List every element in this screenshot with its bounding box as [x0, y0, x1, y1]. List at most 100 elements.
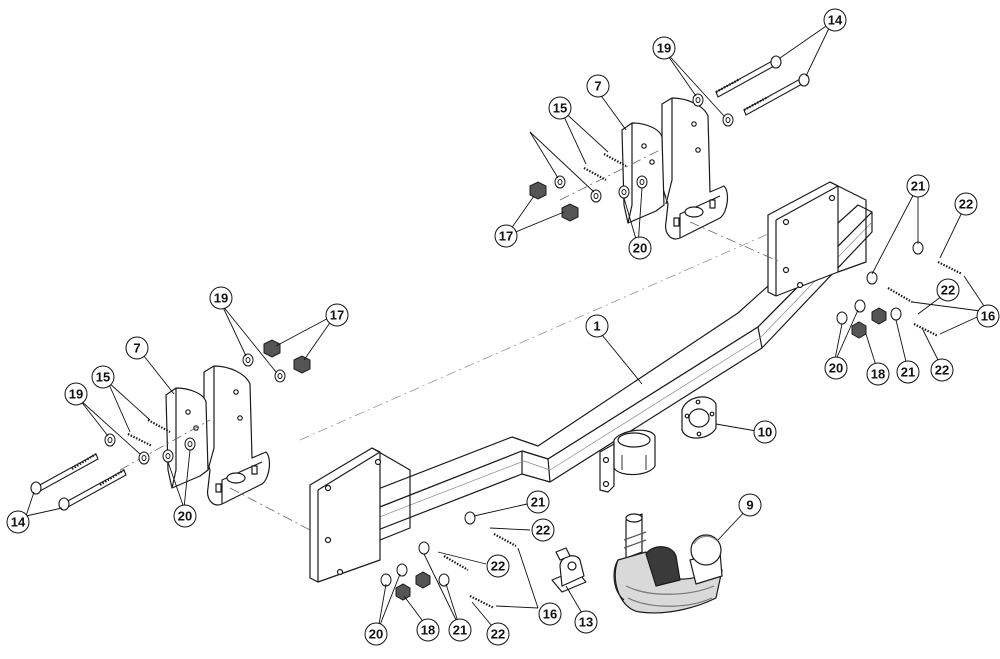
- callout-c15b: 15: [548, 96, 572, 120]
- callout-number: 7: [133, 341, 140, 356]
- callout-circle: [486, 554, 510, 578]
- electrical-socket: [551, 547, 587, 593]
- callout-c9: 9: [738, 493, 762, 517]
- callout-circle: [628, 236, 652, 260]
- callout-circle: [125, 336, 149, 360]
- callout-number: 20: [369, 627, 383, 642]
- detachable-towball: [613, 513, 723, 614]
- crossbar-left-end-plate: [309, 447, 411, 583]
- callout-number: 21: [911, 179, 925, 194]
- callout-c21a: 21: [526, 490, 550, 514]
- callout-number: 19: [69, 387, 83, 402]
- right-side-bracket-inner: [621, 122, 665, 224]
- callout-c22f: 22: [486, 622, 510, 646]
- callout-number: 22: [935, 363, 949, 378]
- callout-number: 16: [543, 607, 557, 622]
- callout-c10: 10: [753, 420, 777, 444]
- callout-c22e: 22: [936, 278, 960, 302]
- left-side-bracket-outer: [203, 365, 271, 506]
- callout-c14a: 14: [6, 510, 30, 534]
- long-bolts-left: [30, 453, 127, 511]
- callout-circle: [538, 602, 562, 626]
- callout-c15a: 15: [91, 365, 115, 389]
- short-bolts-right: [583, 153, 627, 181]
- callout-circle: [585, 314, 609, 338]
- callout-number: 16: [981, 309, 995, 324]
- callout-number: 20: [633, 241, 647, 256]
- callout-number: 17: [330, 308, 344, 323]
- callout-c19a: 19: [64, 382, 88, 406]
- callout-circle: [866, 362, 890, 386]
- callout-number: 22: [491, 627, 505, 642]
- callout-number: 22: [959, 197, 973, 212]
- callout-c20a: 20: [173, 504, 197, 528]
- callout-c21b: 21: [896, 360, 920, 384]
- callout-circle: [531, 518, 555, 542]
- callout-number: 14: [828, 13, 843, 28]
- callout-circle: [526, 490, 550, 514]
- crossbar: [299, 204, 873, 541]
- callout-circle: [753, 420, 777, 444]
- callout-c17b: 17: [494, 224, 518, 248]
- callout-circle: [574, 610, 598, 634]
- callout-number: 19: [657, 41, 671, 56]
- callout-c18a: 18: [866, 362, 890, 386]
- callout-c16a: 16: [538, 602, 562, 626]
- callout-number: 22: [536, 523, 550, 538]
- callout-circle: [823, 8, 847, 32]
- callout-c1: 1: [585, 314, 609, 338]
- callout-number: 22: [491, 559, 505, 574]
- callout-c13: 13: [574, 610, 598, 634]
- callout-c22c: 22: [930, 358, 954, 382]
- callout-number: 7: [594, 79, 601, 94]
- callout-circle: [930, 358, 954, 382]
- callout-number: 19: [214, 291, 228, 306]
- callout-number: 18: [421, 623, 435, 638]
- callout-c20c: 20: [628, 236, 652, 260]
- callout-circle: [364, 622, 388, 646]
- callout-number: 9: [746, 498, 753, 513]
- callout-number: 17: [499, 229, 513, 244]
- right-side-bracket-outer: [661, 97, 729, 240]
- callout-c16b: 16: [976, 304, 1000, 328]
- leader-lines: [25, 21, 989, 633]
- callout-c7a: 7: [125, 336, 149, 360]
- assembly-axes: [119, 149, 781, 531]
- callout-c17a: 17: [325, 303, 349, 327]
- callout-circle: [64, 382, 88, 406]
- callout-circle: [494, 224, 518, 248]
- callout-circle: [91, 365, 115, 389]
- callout-circle: [586, 74, 610, 98]
- callout-number: 13: [579, 615, 593, 630]
- left-side-bracket-inner: [165, 387, 209, 489]
- callout-circle: [738, 493, 762, 517]
- callout-number: 21: [531, 495, 545, 510]
- callout-number: 14: [11, 515, 26, 530]
- callout-circle: [906, 174, 930, 198]
- callout-circle: [936, 278, 960, 302]
- callout-circle: [976, 304, 1000, 328]
- centre-tow-bracket: [599, 429, 656, 493]
- callout-c21c: 21: [906, 174, 930, 198]
- callout-circle: [954, 192, 978, 216]
- callout-c20b: 20: [824, 356, 848, 380]
- callout-c19b: 19: [209, 286, 233, 310]
- short-bolts-left: [127, 419, 171, 447]
- callout-circle: [824, 356, 848, 380]
- callout-c22b: 22: [486, 554, 510, 578]
- callout-c22d: 22: [954, 192, 978, 216]
- callout-c21d: 21: [448, 618, 472, 642]
- callout-number: 21: [453, 623, 467, 638]
- small-bolts-16: [443, 261, 963, 609]
- callout-c7b: 7: [586, 74, 610, 98]
- callout-circle: [416, 618, 440, 642]
- callout-c22a: 22: [531, 518, 555, 542]
- callout-c19c: 19: [652, 36, 676, 60]
- callout-number: 20: [829, 361, 843, 376]
- callout-number: 10: [758, 425, 772, 440]
- callout-c18b: 18: [416, 618, 440, 642]
- callout-number: 15: [96, 370, 110, 385]
- long-bolts-right: [715, 55, 810, 116]
